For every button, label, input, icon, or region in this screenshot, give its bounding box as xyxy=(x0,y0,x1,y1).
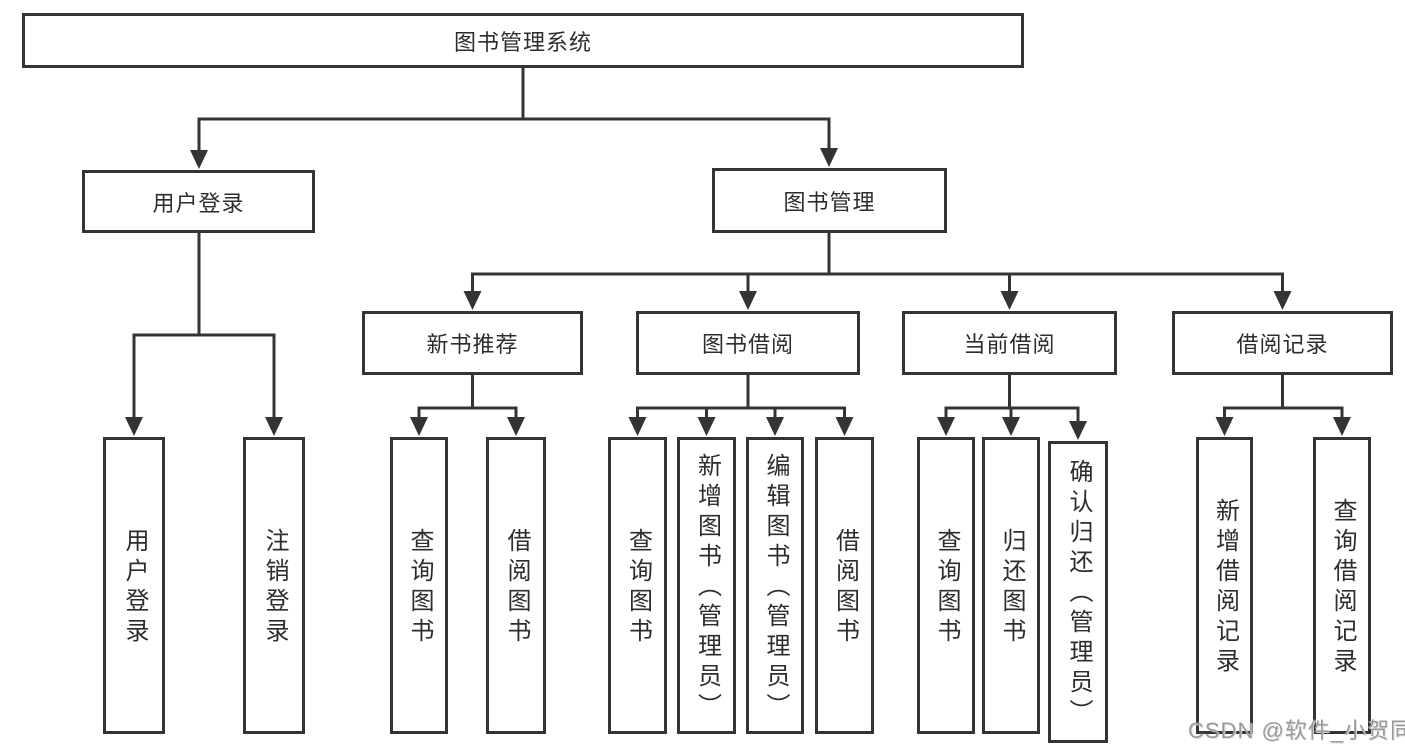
arrowhead-icon xyxy=(835,417,854,436)
node-book-management: 图书管理 xyxy=(712,168,947,233)
leaf-add-book-admin: 新增图书（管理员） xyxy=(677,437,736,734)
arrowhead-icon xyxy=(125,417,143,436)
node-library-system: 图书管理系统 xyxy=(22,13,1024,68)
arrowhead-icon xyxy=(937,417,955,436)
arrowhead-icon xyxy=(265,417,283,436)
leaf-query-borrow-record: 查询借阅记录 xyxy=(1313,437,1371,734)
arrowhead-icon xyxy=(190,150,208,169)
arrowhead-icon xyxy=(820,148,838,167)
leaf-confirm-return-admin: 确认归还（管理员） xyxy=(1048,441,1108,743)
arrowhead-icon xyxy=(1002,417,1020,436)
leaf-query-books-borrowing: 查询图书 xyxy=(608,437,667,734)
node-book-borrowing: 图书借阅 xyxy=(636,311,860,375)
leaf-add-borrow-record: 新增借阅记录 xyxy=(1196,437,1253,734)
node-user-login: 用户登录 xyxy=(82,170,315,233)
leaf-logout: 注销登录 xyxy=(243,437,305,734)
arrowhead-icon xyxy=(766,417,784,436)
node-current-borrowing: 当前借阅 xyxy=(902,311,1117,375)
leaf-borrow-books-recommend: 借阅图书 xyxy=(486,437,546,734)
arrowhead-icon xyxy=(463,291,482,310)
arrowhead-icon xyxy=(739,291,757,310)
arrowhead-icon xyxy=(628,417,647,436)
leaf-borrow-books-borrowing: 借阅图书 xyxy=(815,437,874,734)
node-new-book-recommend: 新书推荐 xyxy=(362,311,583,375)
arrowhead-icon xyxy=(697,417,716,436)
arrowhead-icon xyxy=(1333,417,1351,436)
arrowhead-icon xyxy=(410,417,428,436)
arrowhead-icon xyxy=(1000,291,1019,310)
leaf-query-books-current: 查询图书 xyxy=(917,437,975,734)
leaf-return-books: 归还图书 xyxy=(982,437,1040,734)
arrowhead-icon xyxy=(1273,291,1292,310)
arrowhead-icon xyxy=(507,417,525,436)
arrowhead-icon xyxy=(1069,421,1087,440)
leaf-user-login: 用户登录 xyxy=(103,437,165,734)
watermark: CSDN @软件_小贺同学 xyxy=(1188,718,1405,743)
leaf-edit-book-admin: 编辑图书（管理员） xyxy=(746,437,804,734)
arrowhead-icon xyxy=(1215,417,1234,436)
leaf-query-books-recommend: 查询图书 xyxy=(390,437,448,734)
node-borrowing-records: 借阅记录 xyxy=(1172,311,1393,375)
